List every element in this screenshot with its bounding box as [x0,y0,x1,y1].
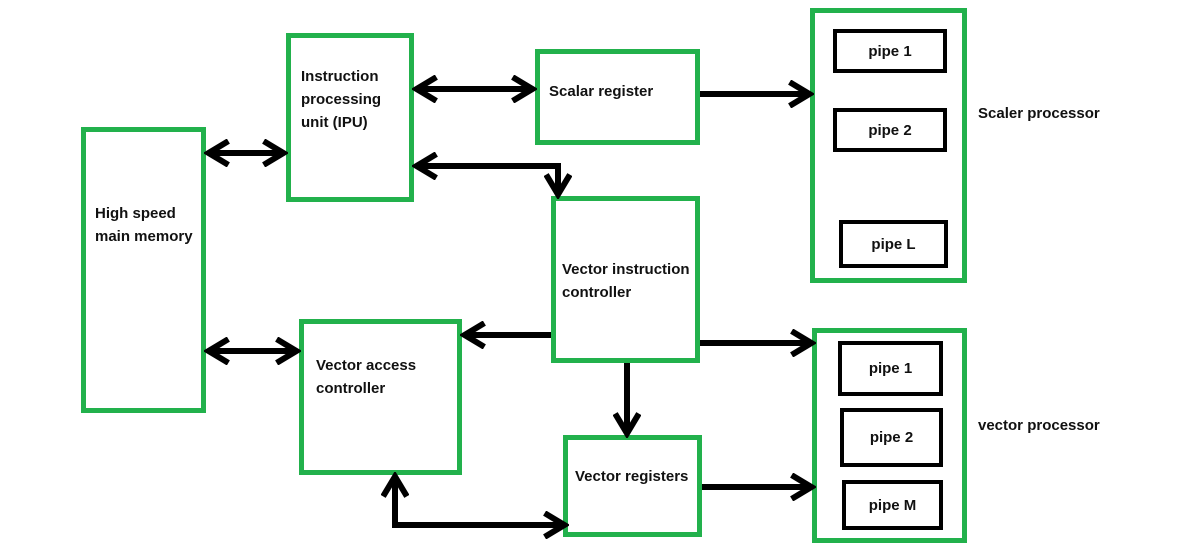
node-scalar-register-label: Scalar register [549,83,654,100]
node-scaler-processor-group: pipe 1 pipe 2 pipe L [810,8,967,283]
vector-pipe-1-label: pipe 1 [868,360,913,377]
vector-pipe-2-box: pipe 2 [840,408,943,467]
node-high-speed-main-memory: High speed main memory [81,127,206,413]
node-vector-processor-group: pipe 1 pipe 2 pipe M [812,328,967,543]
vector-pipe-M-label: pipe M [868,496,917,514]
scaler-pipe-1-box: pipe 1 [833,29,947,73]
scaler-pipe-2-label: pipe 2 [868,121,912,139]
node-vector-instruction-controller: Vector instruction controller [551,196,700,363]
label-vector-processor: vector processor [978,417,1100,434]
vector-pipe-M-box: pipe M [842,480,943,530]
node-vector-access-controller: Vector access controller [299,319,462,475]
label-scaler-processor: Scaler processor [978,105,1100,122]
scaler-pipe-1-label: pipe 1 [868,42,912,60]
node-vector-instruction-controller-label: Vector instruction controller [562,261,690,301]
scaler-pipe-L-label: pipe L [871,235,916,253]
node-instruction-processing-unit: Instruction processing unit (IPU) [286,33,414,202]
node-scalar-register: Scalar register [535,49,700,145]
node-vector-registers-label: Vector registers [575,468,689,485]
arrow-ipu-vector-instruction-controller [420,166,558,191]
node-instruction-processing-unit-label: Instruction processing unit (IPU) [301,68,382,131]
vector-pipe-2-label: pipe 2 [869,429,914,446]
node-vector-registers: Vector registers [563,435,702,537]
scaler-pipe-2-box: pipe 2 [833,108,947,152]
node-vector-access-controller-label: Vector access controller [316,357,417,397]
vector-pipe-1-box: pipe 1 [838,341,943,396]
arrow-vac-vector-registers [395,480,561,525]
node-high-speed-main-memory-label: High speed main memory [95,205,193,245]
scaler-pipe-L-box: pipe L [839,220,948,268]
